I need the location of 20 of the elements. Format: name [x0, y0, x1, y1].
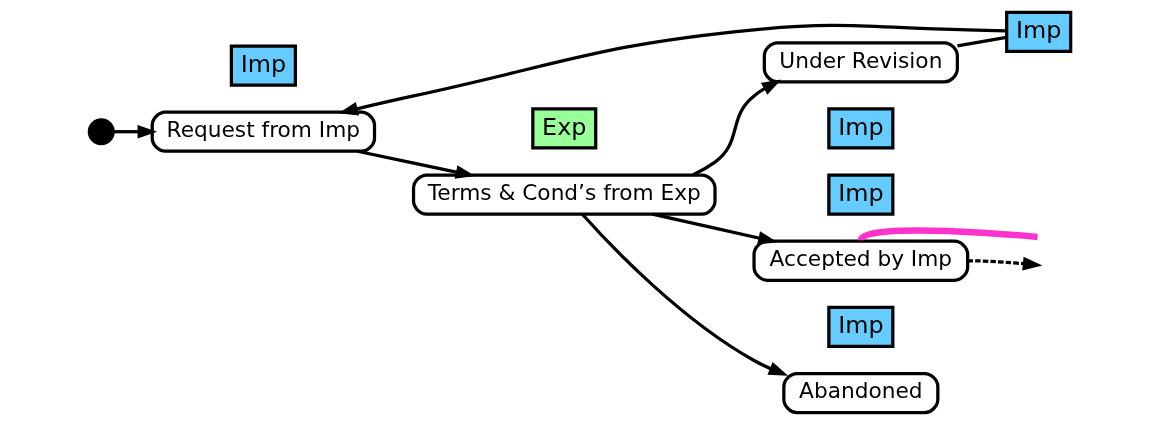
node-box: Imp [229, 44, 297, 87]
arrow [967, 256, 1043, 271]
node-box: Imp [827, 107, 895, 150]
arrow [338, 23, 1007, 116]
node-box: Request from Imp [150, 110, 377, 153]
arrow [357, 149, 476, 179]
node-box: Abandoned [782, 371, 940, 415]
arrow [652, 212, 778, 245]
node-box: Exp [531, 107, 598, 150]
connector [957, 35, 1007, 48]
node-box: Imp [827, 305, 895, 349]
node-box: Under Revision [762, 41, 959, 84]
node-circle [87, 118, 115, 146]
arrow [581, 213, 789, 376]
arrow [113, 124, 158, 139]
node-box: Terms & Cond’s from Exp [411, 173, 717, 216]
arrow [692, 79, 782, 177]
node-box: Imp [1005, 10, 1073, 54]
node-box: Accepted by Imp [752, 239, 970, 282]
node-box: Imp [827, 173, 895, 216]
